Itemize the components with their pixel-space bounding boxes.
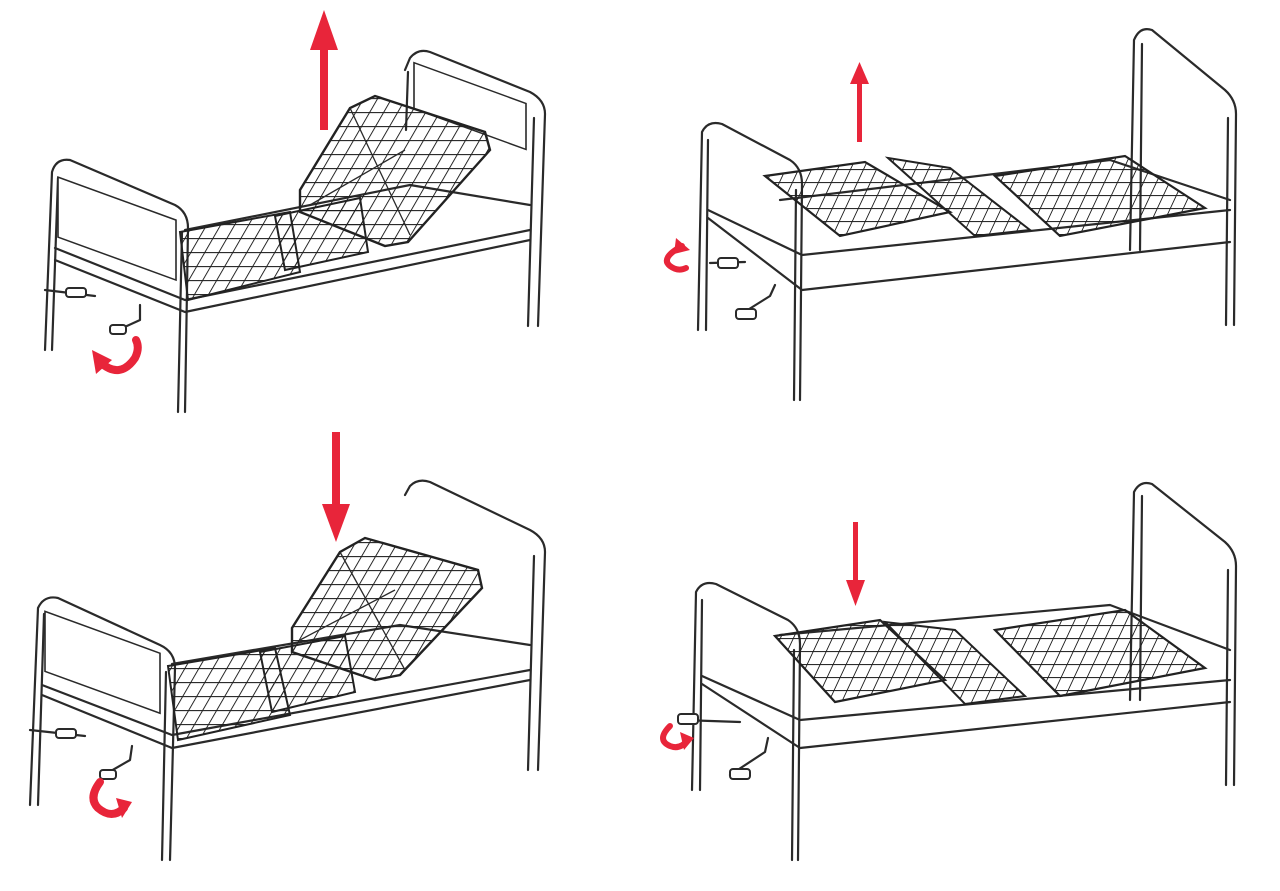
rotate-arrow-icon xyxy=(92,336,142,374)
crank-handle-icon xyxy=(43,287,142,335)
bed-icon xyxy=(660,481,1238,862)
bed-illustration-backrest-raise xyxy=(0,0,620,430)
crank-handle-icon xyxy=(708,257,777,320)
bed-icon xyxy=(43,10,547,414)
arrow-up-icon xyxy=(310,10,338,130)
bed-illustration-legrest-lower xyxy=(630,430,1280,891)
arrow-up-icon xyxy=(850,62,869,142)
arrow-down-icon xyxy=(846,522,865,606)
rotate-arrow-icon xyxy=(664,238,690,273)
bed-illustration-backrest-lower xyxy=(0,430,620,891)
crank-handle-icon xyxy=(28,728,134,780)
bed-icon xyxy=(664,28,1238,402)
arrow-down-icon xyxy=(322,432,350,542)
bed-icon xyxy=(28,432,547,862)
bed-illustration-legrest-raise xyxy=(630,0,1280,430)
rotate-arrow-icon xyxy=(660,723,694,751)
crank-handle-icon xyxy=(677,713,770,780)
rotate-arrow-icon xyxy=(89,778,132,818)
